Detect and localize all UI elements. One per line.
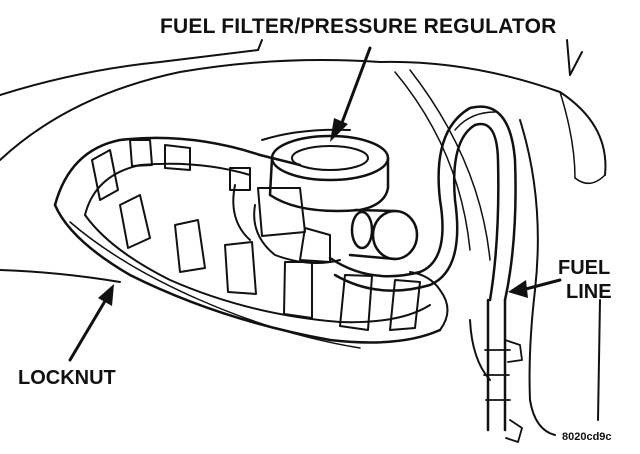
fuel-line-arrowhead bbox=[508, 280, 528, 298]
fuel-line-label-line-1: FUEL bbox=[558, 257, 611, 279]
tank-outline bbox=[0, 49, 607, 283]
locknut-arrowhead bbox=[98, 284, 114, 306]
leader-lines bbox=[257, 39, 601, 421]
fuel-line-label-line-2: LINE bbox=[566, 281, 612, 303]
figure-code: 8020cd9c bbox=[562, 431, 612, 443]
fuel-line-hose bbox=[328, 105, 523, 443]
locknut-label: LOCKNUT bbox=[18, 367, 116, 389]
regulator-label: FUEL FILTER/PRESSURE REGULATOR bbox=[160, 15, 557, 38]
pump-module bbox=[469, 119, 556, 436]
filter-regulator bbox=[229, 128, 390, 264]
regulator-arrowhead bbox=[330, 118, 348, 142]
callout-arrows bbox=[68, 46, 562, 362]
outlet-fitting bbox=[348, 208, 419, 261]
